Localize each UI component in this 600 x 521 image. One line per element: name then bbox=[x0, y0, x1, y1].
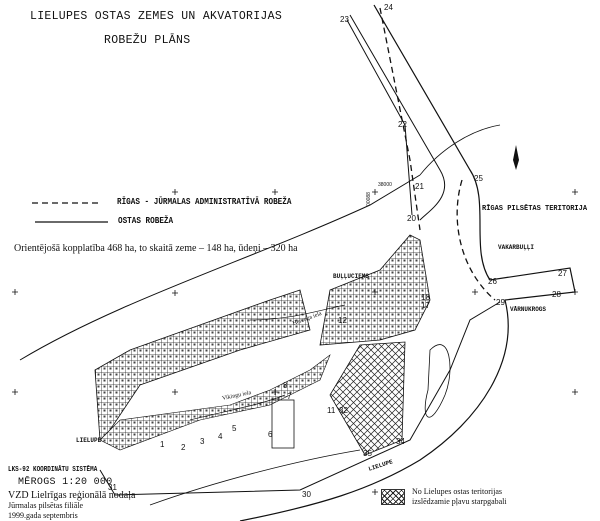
point-label: 1 bbox=[160, 440, 165, 449]
point-label: 8 bbox=[283, 381, 288, 390]
point-label: 22 bbox=[398, 120, 407, 129]
legend-port-border-label: OSTAS ROBEŽA bbox=[118, 216, 174, 226]
label-lielupe-station: LIELUPE bbox=[76, 437, 102, 444]
point-label: 12 bbox=[338, 316, 347, 325]
point-label: 30 bbox=[302, 490, 311, 499]
river-bank-west bbox=[349, 14, 446, 221]
point-label: 5 bbox=[232, 424, 237, 433]
point-label: 27 bbox=[558, 269, 567, 278]
point-label: 31 bbox=[108, 483, 117, 492]
port-border bbox=[99, 19, 501, 496]
point-label: 11 bbox=[327, 406, 336, 415]
point-label: 35 bbox=[363, 449, 372, 458]
label-bulluciems: BUĻĻUCIEMS bbox=[333, 273, 370, 280]
river-bank-east bbox=[239, 4, 576, 521]
point-label: 24 bbox=[384, 3, 393, 12]
map-title-line1: LIELUPES OSTAS ZEMES UN AKVATORIJAS bbox=[30, 10, 283, 23]
point-label: 6 bbox=[268, 430, 273, 439]
point-label: 4 bbox=[218, 432, 223, 441]
hatched-legend-line1: No Lielupes ostas teritorijas bbox=[412, 487, 502, 496]
label-varnukrogs: VĀRNUKROGS bbox=[510, 306, 547, 313]
point-label: 21 bbox=[415, 182, 424, 191]
point-label: 32 bbox=[339, 406, 348, 415]
excluded-meadow-area bbox=[329, 341, 406, 456]
branch: Jūrmalas pilsētas filiāle bbox=[8, 501, 84, 510]
point-label: 20 bbox=[407, 214, 416, 223]
hatched-legend-line2: izslēdzamie pļavu starpgabali bbox=[412, 497, 507, 506]
town-blocks-south bbox=[99, 354, 331, 451]
map-title-line2: ROBEŽU PLĀNS bbox=[104, 34, 191, 47]
area-note: Orientējošā kopplatība 468 ha, to skaitā… bbox=[14, 243, 298, 254]
point-label: 25 bbox=[474, 174, 483, 183]
point-label: 23 bbox=[340, 15, 349, 24]
map-scale: MĒROGS 1:20 000 bbox=[18, 477, 113, 488]
point-label: 29 bbox=[496, 298, 505, 307]
legend-admin-border-label: RĪGAS - JŪRMALAS ADMINISTRATĪVĀ ROBEŽA bbox=[117, 197, 292, 207]
point-label: 34 bbox=[396, 437, 405, 446]
point-label: 18 bbox=[421, 293, 430, 302]
point-label: 17 bbox=[421, 301, 430, 310]
point-label: 26 bbox=[488, 277, 497, 286]
hatched-legend-swatch bbox=[381, 489, 405, 505]
organization: VZD Lielrīgas reģionālā nodaļa bbox=[8, 490, 136, 501]
label-riga-territory: RĪGAS PILSĒTAS TERITORIJA bbox=[482, 205, 588, 213]
coordinate-system: LKS-92 KOORDINĀTU SISTĒMA bbox=[8, 466, 98, 474]
north-arrow-icon bbox=[513, 145, 519, 170]
point-label: 2 bbox=[181, 443, 186, 452]
label-vakarbulli: VAKARBUĻĻI bbox=[498, 244, 535, 251]
coord-x: 38000 bbox=[378, 182, 392, 188]
coord-y: 00088 bbox=[365, 192, 372, 206]
point-label: 28 bbox=[552, 290, 561, 299]
point-label: 3 bbox=[200, 437, 205, 446]
date: 1999.gada septembris bbox=[8, 511, 78, 520]
point-label: 7 bbox=[287, 392, 292, 401]
coastline bbox=[19, 174, 421, 361]
grid-crosses bbox=[12, 189, 578, 495]
admin-border bbox=[379, 7, 496, 301]
